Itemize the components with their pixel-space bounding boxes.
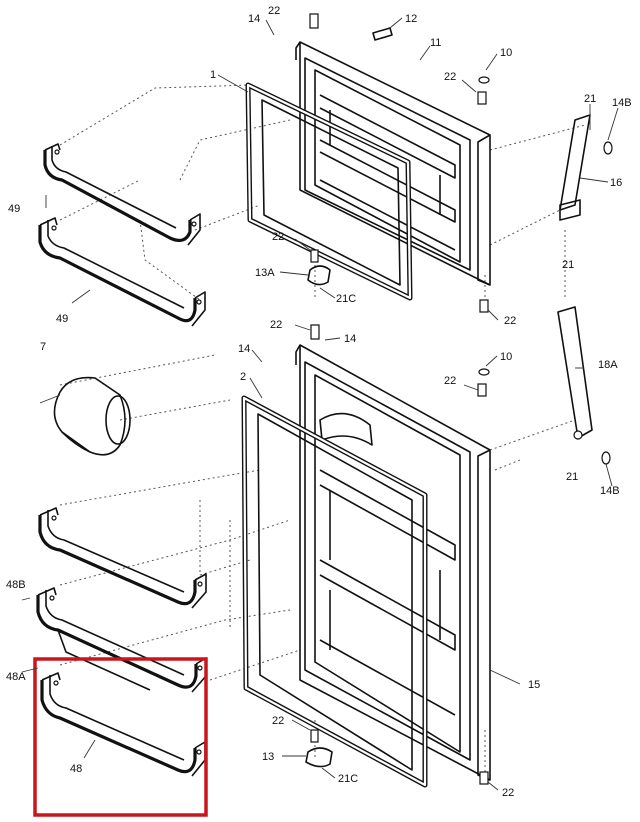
label-21C-a: 21C <box>336 293 356 305</box>
shelf-bin-48B <box>38 507 207 609</box>
label-16: 16 <box>610 177 622 189</box>
egg-bin-7 <box>53 376 131 456</box>
label-49-b: 49 <box>56 313 68 325</box>
label-22-h: 22 <box>502 787 514 799</box>
shelf-bin-49-bottom <box>38 217 206 327</box>
label-11: 11 <box>430 37 441 49</box>
label-22-c: 22 <box>272 231 284 243</box>
upper-door-liner <box>304 57 471 271</box>
label-21-c: 21 <box>566 471 578 483</box>
part-labels: 22 14 12 11 1 10 22 21 14B 16 21 49 49 2… <box>6 5 632 799</box>
shelf-bin-49-top <box>43 143 201 246</box>
upper-hinge-parts <box>307 13 613 313</box>
shelf-bin-48 <box>40 672 206 777</box>
washer-10-upper <box>478 76 490 84</box>
label-14-b: 14 <box>344 333 356 345</box>
label-49-a: 49 <box>8 203 20 215</box>
label-21-b: 21 <box>562 259 574 271</box>
leader-lines <box>21 17 619 791</box>
label-13: 13 <box>262 751 274 763</box>
label-22-g: 22 <box>272 715 284 727</box>
label-22-b: 22 <box>444 71 456 83</box>
label-10-a: 10 <box>500 47 512 59</box>
hinge-16 <box>559 114 591 211</box>
label-48B: 48B <box>6 579 26 591</box>
label-13A: 13A <box>255 267 275 279</box>
hinge-18A <box>557 306 593 439</box>
lower-door-gasket <box>241 395 428 788</box>
label-22-d: 22 <box>504 315 516 327</box>
screw-22-top <box>309 13 319 29</box>
upper-door-assembly <box>295 41 491 286</box>
label-22-e: 22 <box>270 319 282 331</box>
label-48: 48 <box>70 763 82 775</box>
label-14B-b: 14B <box>600 485 620 497</box>
label-14-c: 14 <box>238 343 250 355</box>
upper-door-gasket <box>245 82 413 301</box>
label-2: 2 <box>240 371 246 383</box>
label-22-f: 22 <box>444 375 456 387</box>
hinge-pin-13A <box>307 265 331 286</box>
lower-hinge-parts <box>305 306 611 785</box>
hinge-pin-13 <box>305 747 333 768</box>
label-21-a: 21 <box>584 93 596 105</box>
label-22-a: 22 <box>268 5 280 17</box>
label-14B-a: 14B <box>612 97 632 109</box>
label-48A: 48A <box>6 671 26 683</box>
label-1: 1 <box>210 69 216 81</box>
label-12: 12 <box>405 13 417 25</box>
label-14-a: 14 <box>248 13 260 25</box>
label-10-b: 10 <box>500 351 512 363</box>
lower-door-liner <box>304 361 471 761</box>
label-15: 15 <box>528 679 540 691</box>
label-7: 7 <box>40 341 46 353</box>
label-18A: 18A <box>598 359 618 371</box>
alignment-lines <box>59 84 586 775</box>
highlight-box-48 <box>33 657 208 817</box>
label-21C-b: 21C <box>338 773 358 785</box>
cap-12 <box>372 27 393 41</box>
